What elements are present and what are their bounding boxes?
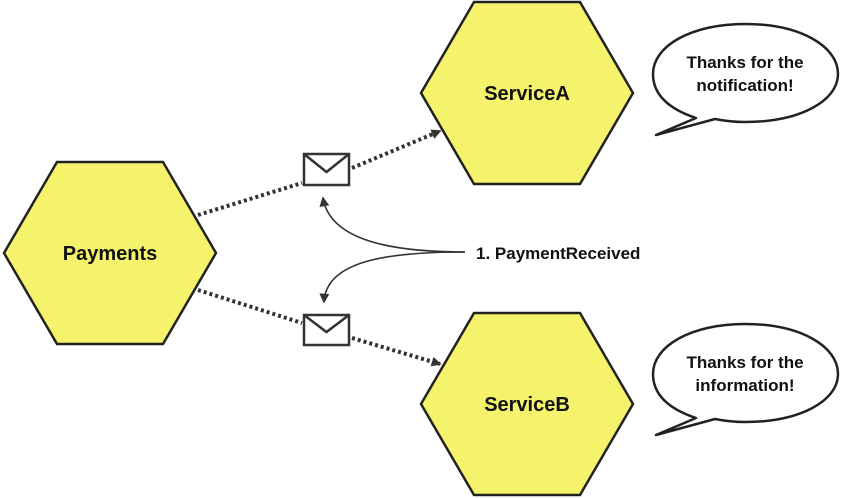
payments-hexagon [2, 160, 218, 346]
service-a-node: ServiceA [419, 0, 635, 186]
speech-bubble-b-shape [651, 322, 840, 437]
envelope-icon [302, 313, 351, 347]
connector-payments-to-envelope-bottom [197, 288, 303, 325]
speech-bubble-a-line1: Thanks for the [686, 53, 803, 72]
event-pointer-bottom [319, 251, 466, 304]
service-b-hexagon [419, 311, 635, 497]
service-b-node: ServiceB [419, 311, 635, 497]
speech-bubble-b: Thanks for the information! [651, 322, 840, 437]
speech-bubble-a-shape [651, 22, 840, 137]
service-a-label: ServiceA [484, 83, 570, 105]
envelope-icon [302, 152, 351, 187]
service-a-hexagon [419, 0, 635, 186]
speech-bubble-b-line2: information! [695, 376, 794, 395]
payments-node: Payments [2, 160, 218, 346]
speech-bubble-a-line2: notification! [696, 76, 793, 95]
speech-bubble-a: Thanks for the notification! [651, 22, 840, 137]
connector-payments-to-envelope-top [197, 181, 303, 217]
service-b-label: ServiceB [484, 394, 570, 416]
payments-label: Payments [63, 243, 158, 265]
event-pointer-top [319, 196, 466, 253]
event-label: 1. PaymentReceived [476, 244, 640, 263]
speech-bubble-b-line1: Thanks for the [686, 353, 803, 372]
connector-envelope-top-to-service-a [351, 129, 442, 170]
connector-envelope-bottom-to-service-b [351, 336, 442, 367]
